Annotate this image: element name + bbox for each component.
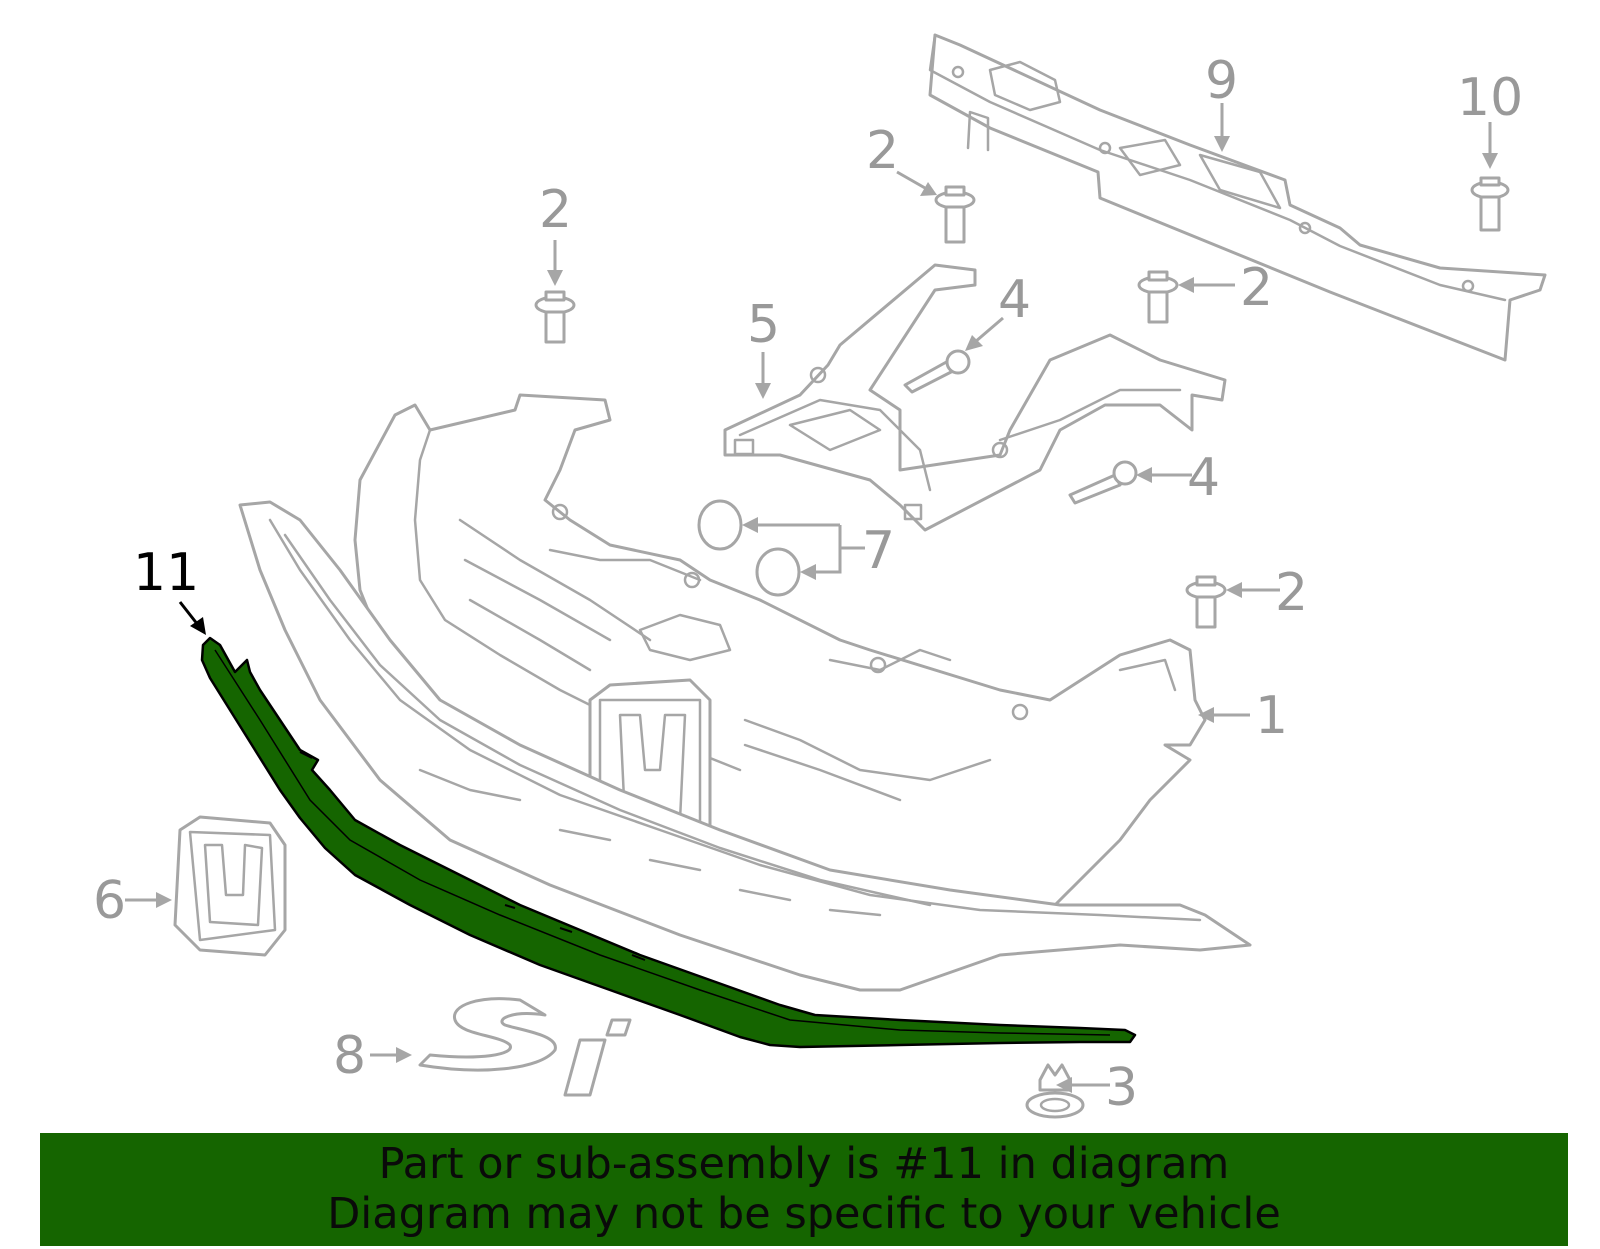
callout-1: 1 — [1255, 686, 1288, 746]
callout-7: 7 — [862, 521, 895, 581]
part-8-si-badge — [418, 997, 632, 1097]
banner-disclaimer: Diagram may not be specific to your vehi… — [327, 1189, 1281, 1239]
leader-lines — [125, 103, 1498, 1093]
part-10-clip — [1470, 176, 1510, 232]
callout-11: 11 — [133, 543, 199, 603]
grille-upper-frame — [238, 500, 1252, 992]
info-banner: Part or sub-assembly is #11 in diagram D… — [40, 1133, 1568, 1246]
callout-2-left: 2 — [539, 180, 572, 240]
callout-3: 3 — [1105, 1058, 1138, 1118]
part-3-clip — [1025, 1063, 1085, 1119]
part-4-screws — [903, 349, 1138, 505]
part-2-bolts — [534, 185, 1227, 629]
parts-diagram: 1 2 2 2 2 3 4 4 5 6 7 8 9 10 11 — [93, 33, 1547, 1119]
part-9-upper-support — [928, 33, 1547, 362]
callout-2-right-upper: 2 — [1240, 258, 1273, 318]
callout-10: 10 — [1457, 68, 1523, 128]
part-6-emblem — [173, 815, 287, 957]
part-7-grommets — [697, 499, 801, 597]
callout-5: 5 — [747, 295, 780, 355]
banner-part-note: Part or sub-assembly is #11 in diagram — [378, 1139, 1230, 1189]
part-1-grille-base — [353, 393, 1207, 922]
callout-labels: 1 2 2 2 2 3 4 4 5 6 7 8 9 10 11 — [93, 51, 1523, 1118]
part-5-center-bracket — [723, 263, 1227, 532]
callout-8: 8 — [333, 1026, 366, 1086]
callout-4-lower: 4 — [1187, 448, 1220, 508]
callout-2-top: 2 — [866, 121, 899, 181]
callout-4-upper: 4 — [998, 270, 1031, 330]
callout-9: 9 — [1205, 51, 1238, 111]
callout-6: 6 — [93, 871, 126, 931]
part-11-lower-molding — [200, 636, 1137, 1049]
callout-2-right-lower: 2 — [1275, 563, 1308, 623]
